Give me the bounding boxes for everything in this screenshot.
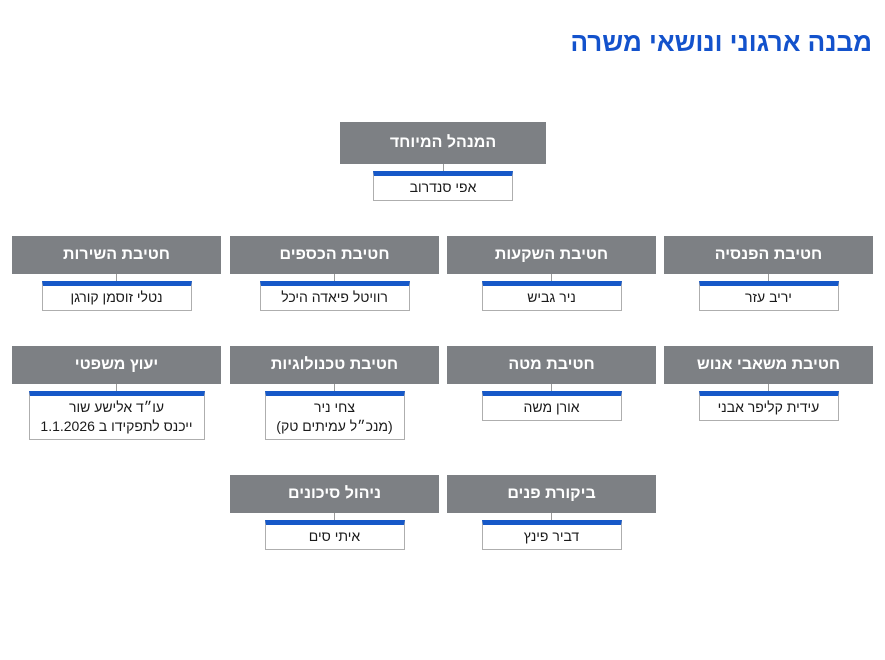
connector-line: [334, 384, 335, 391]
org-node-investments-division: חטיבת השקעות ניר גביש: [447, 236, 656, 311]
connector-line: [334, 274, 335, 281]
person-name: עידית קליפר אבני: [717, 399, 820, 415]
org-node-title: יעוץ משפטי: [12, 346, 221, 384]
org-node-service-division: חטיבת השירות נטלי זוסמן קורגן: [12, 236, 221, 311]
person-card: נטלי זוסמן קורגן: [41, 281, 192, 311]
person-name: רוויטל פיאדה היכל: [281, 289, 388, 305]
connector-line: [551, 513, 552, 520]
connector-line: [768, 274, 769, 281]
person-card: עידית קליפר אבני: [698, 391, 839, 421]
person-card: יריב עזר: [698, 281, 839, 311]
org-node-pension-division: חטיבת הפנסיה יריב עזר: [664, 236, 873, 311]
connector-line: [551, 274, 552, 281]
person-card: רוויטל פיאדה היכל: [259, 281, 410, 311]
org-node-risk-management: ניהול סיכונים איתי סים: [230, 475, 439, 550]
connector-line: [116, 384, 117, 391]
connector-line: [442, 164, 444, 171]
org-node-title: חטיבת הכספים: [230, 236, 439, 274]
org-node-staff-division: חטיבת מטה אורן משה: [447, 346, 656, 421]
org-node-internal-audit: ביקורת פנים דביר פינץ: [447, 475, 656, 550]
person-name: צחי ניר: [314, 399, 355, 415]
person-name: ניר גביש: [527, 289, 576, 305]
connector-line: [116, 274, 117, 281]
org-node-title: חטיבת משאבי אנוש: [664, 346, 873, 384]
person-subtitle: ייכנס לתפקידו ב 1.1.2026: [40, 418, 193, 434]
org-node-finance-division: חטיבת הכספים רוויטל פיאדה היכל: [230, 236, 439, 311]
connector-line: [768, 384, 769, 391]
org-node-special-manager: המנהל המיוחד אפי סנדרוב: [340, 122, 546, 201]
person-name: אפי סנדרוב: [409, 179, 477, 195]
person-card: עו״ד אלישע שור ייכנס לתפקידו ב 1.1.2026: [28, 391, 205, 440]
org-node-title: חטיבת מטה: [447, 346, 656, 384]
person-name: יריב עזר: [745, 289, 792, 305]
org-node-technology-division: חטיבת טכנולוגיות צחי ניר (מנכ״ל עמיתים ט…: [230, 346, 439, 440]
person-card: איתי סים: [264, 520, 405, 550]
org-node-title: המנהל המיוחד: [340, 122, 546, 164]
person-card: אורן משה: [481, 391, 622, 421]
org-node-title: חטיבת השקעות: [447, 236, 656, 274]
org-node-title: חטיבת הפנסיה: [664, 236, 873, 274]
org-node-title: חטיבת טכנולוגיות: [230, 346, 439, 384]
person-name: עו״ד אלישע שור: [68, 399, 165, 415]
org-node-title: חטיבת השירות: [12, 236, 221, 274]
person-card: דביר פינץ: [481, 520, 622, 550]
page-title: מבנה ארגוני ונושאי משרה: [570, 27, 872, 57]
person-card: ניר גביש: [481, 281, 622, 311]
person-name: דביר פינץ: [523, 528, 580, 544]
connector-line: [551, 384, 552, 391]
org-node-title: ניהול סיכונים: [230, 475, 439, 513]
person-name: אורן משה: [523, 399, 580, 415]
person-card: צחי ניר (מנכ״ל עמיתים טק): [264, 391, 405, 440]
person-subtitle: (מנכ״ל עמיתים טק): [276, 418, 393, 434]
org-node-title: ביקורת פנים: [447, 475, 656, 513]
person-card: אפי סנדרוב: [373, 171, 513, 201]
org-node-hr-division: חטיבת משאבי אנוש עידית קליפר אבני: [664, 346, 873, 421]
org-node-legal-counsel: יעוץ משפטי עו״ד אלישע שור ייכנס לתפקידו …: [12, 346, 221, 440]
person-name: נטלי זוסמן קורגן: [70, 289, 163, 305]
person-name: איתי סים: [308, 528, 361, 544]
connector-line: [334, 513, 335, 520]
